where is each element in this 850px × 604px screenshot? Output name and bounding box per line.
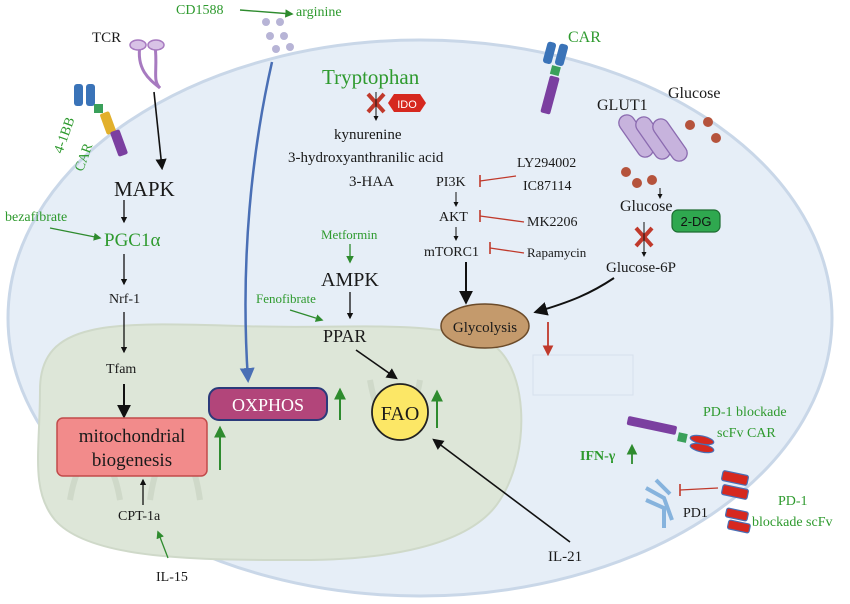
cd1588-label: CD1588 xyxy=(176,3,223,18)
arginine-dots-icon xyxy=(262,18,294,53)
arginine-to-oxphos-arrow xyxy=(239,61,274,383)
car-top-receptor-icon xyxy=(540,41,569,115)
pd1-receptor-icon xyxy=(645,478,674,528)
bezafibrate-arrow xyxy=(49,227,102,241)
mapk-label: MAPK xyxy=(114,177,175,201)
ido-label: IDO xyxy=(397,99,417,111)
tfam-label: Tfam xyxy=(106,362,136,377)
oxphos-label: OXPHOS xyxy=(232,395,304,415)
mito-biogenesis-line2: biogenesis xyxy=(92,450,172,471)
car-left-receptor-icon xyxy=(74,84,128,157)
3-haa-label: 3-HAA xyxy=(349,174,394,190)
glut1-transporter-icon xyxy=(618,114,688,162)
tcr-receptor-icon xyxy=(129,39,165,90)
ifn-gamma-label: IFN-γ xyxy=(580,449,616,464)
mito-biogenesis-line1: mitochondrial xyxy=(79,426,186,447)
ic87114-label: IC87114 xyxy=(523,179,571,194)
fenofibrate-label: Fenofibrate xyxy=(256,291,316,306)
pd1-blockade-car-line1: PD-1 blockade xyxy=(703,405,787,420)
glucose-6p-label: Glucose-6P xyxy=(606,260,676,276)
ido-hexagon xyxy=(388,94,426,112)
tryptophan-label: Tryptophan xyxy=(322,65,420,89)
rapamycin-label: Rapamycin xyxy=(527,245,587,260)
2dg-box xyxy=(671,209,721,233)
pd1-blockade-car-line2: scFv CAR xyxy=(717,426,776,441)
glucose-top-label: Glucose xyxy=(668,85,720,102)
il21-to-fao-arrow xyxy=(432,438,571,543)
mtorc1-inhibition-line xyxy=(489,242,525,254)
hydroxyanthranilic-acid-label: 3-hydroxyanthranilic acid xyxy=(288,150,444,166)
pi3k-inhibition-line xyxy=(479,175,517,187)
pd1-blockade-car-icon xyxy=(626,416,715,454)
fenofibrate-arrow xyxy=(289,309,324,322)
ly294002-label: LY294002 xyxy=(517,156,576,171)
fao-circle xyxy=(371,383,429,441)
akt-inhibition-line xyxy=(479,210,525,223)
glycolysis-label: Glycolysis xyxy=(453,320,517,336)
arginine-label: arginine xyxy=(296,5,342,20)
2dg-label: 2-DG xyxy=(680,214,711,229)
kynurenine-label: kynurenine xyxy=(334,127,402,143)
pi3k-label: PI3K xyxy=(436,175,466,190)
bezafibrate-label: bezafibrate xyxy=(5,210,67,225)
faint-box xyxy=(532,354,634,396)
oxphos-box xyxy=(208,387,328,421)
pd1-blockade-scfv-line1: PD-1 xyxy=(778,494,808,509)
car-top-label: CAR xyxy=(568,29,601,46)
tcr-label: TCR xyxy=(92,30,121,46)
tcr-to-mapk-arrow xyxy=(153,91,167,171)
glut1-label: GLUT1 xyxy=(597,97,648,114)
mtorc1-label: mTORC1 xyxy=(424,245,479,260)
ppar-label: PPAR xyxy=(323,326,366,346)
glucose-molecules-icon xyxy=(621,117,721,188)
pgc1a-label: PGC1α xyxy=(104,230,160,251)
akt-label: AKT xyxy=(439,210,468,225)
4-1bb-label: 4-1BB xyxy=(52,115,79,155)
mitochondrial-biogenesis-box xyxy=(56,417,208,477)
fao-label: FAO xyxy=(381,403,420,425)
pd1-blockade-scfv-line2: blockade scFv xyxy=(752,515,832,530)
il21-label: IL-21 xyxy=(548,549,582,565)
mk2206-label: MK2206 xyxy=(527,215,578,230)
metformin-label: Metformin xyxy=(321,227,378,242)
cd1588-arrow xyxy=(239,9,294,18)
g6p-to-glycolysis-arrow xyxy=(533,277,615,316)
il15-label: IL-15 xyxy=(156,570,188,585)
glycolysis-ellipse xyxy=(440,303,530,349)
pd1-label: PD1 xyxy=(683,506,708,521)
pd1-blockade-inhibition-line xyxy=(679,484,719,496)
ampk-label: AMPK xyxy=(321,269,379,291)
glucose-mid-label: Glucose xyxy=(620,198,672,215)
il15-arrow xyxy=(156,530,169,559)
cpt1a-label: CPT-1a xyxy=(118,509,161,524)
ppar-to-fao-arrow xyxy=(355,349,398,380)
pd1-blockade-scfv-icon xyxy=(721,470,751,534)
nrf1-label: Nrf-1 xyxy=(109,292,140,307)
